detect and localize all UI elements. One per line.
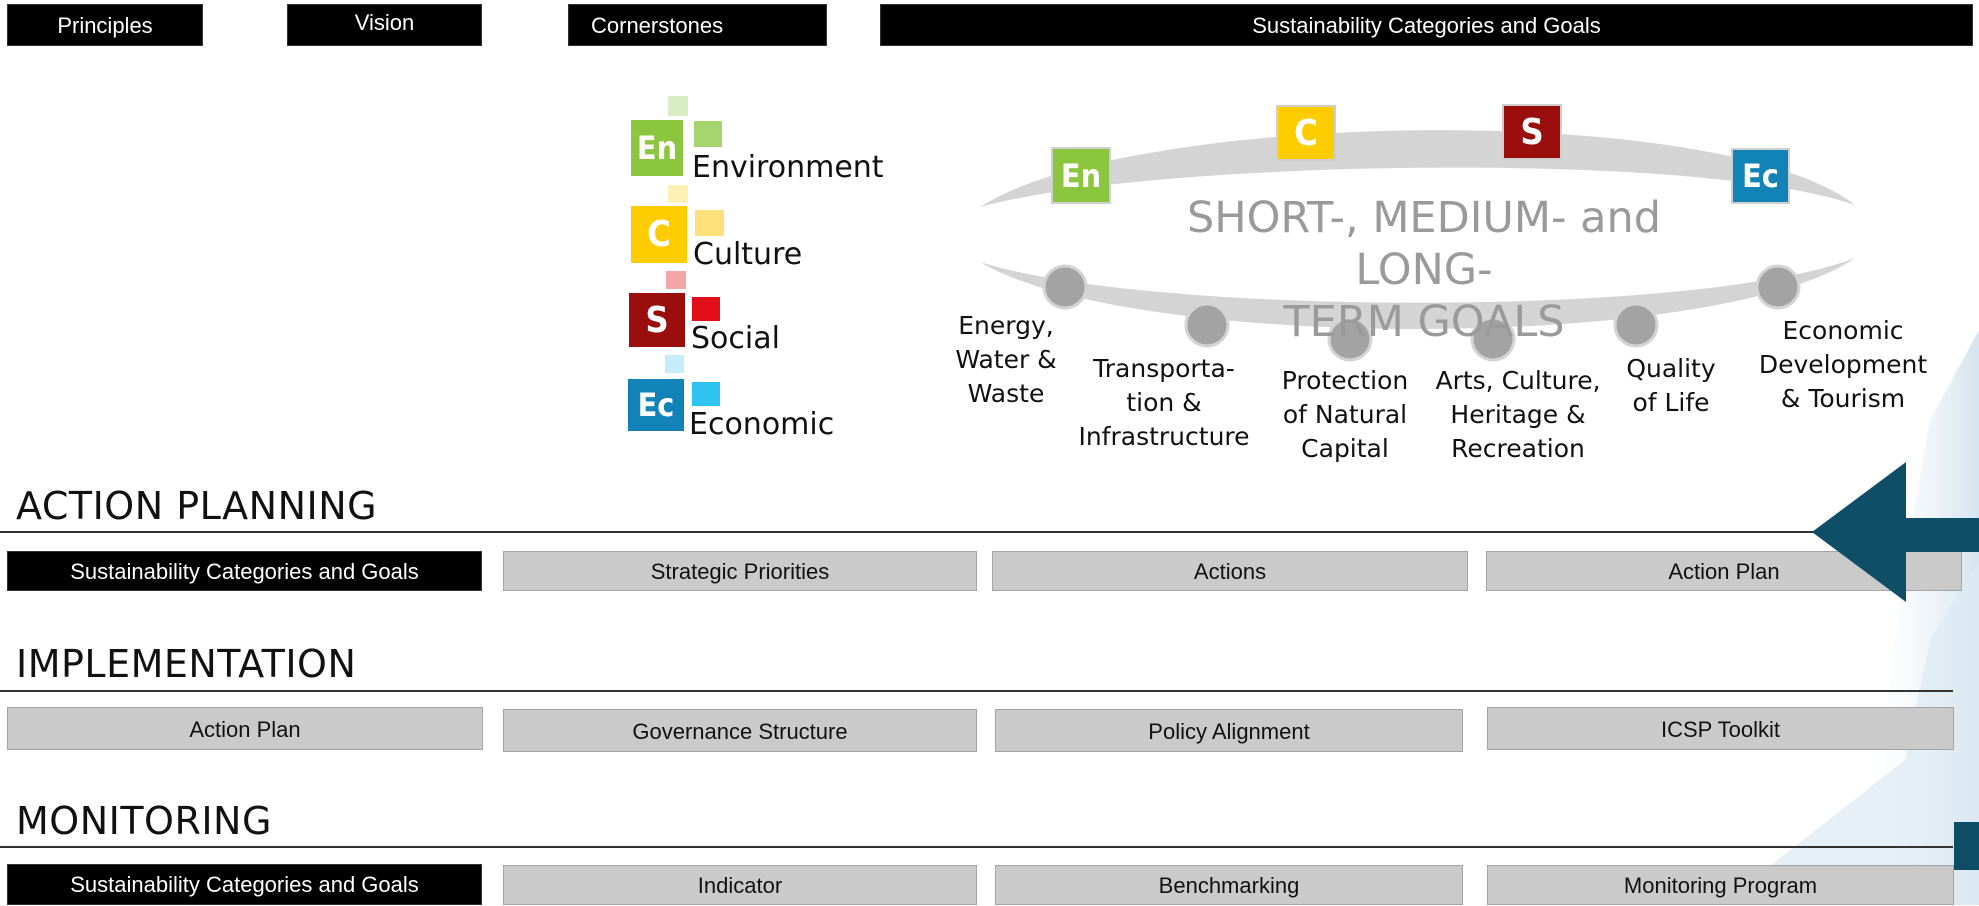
environment-icon: En bbox=[631, 120, 683, 176]
decor-square bbox=[695, 210, 724, 236]
goal-node bbox=[1327, 316, 1373, 362]
monitoring-step-categories[interactable]: Sustainability Categories and Goals bbox=[7, 864, 482, 905]
tab-principles[interactable]: Principles bbox=[7, 4, 203, 46]
goal-label-transportation: Transporta-tion &Infrastructure bbox=[1078, 354, 1250, 451]
goal-node bbox=[1755, 264, 1801, 310]
decor-square bbox=[666, 271, 686, 289]
goal-node bbox=[1042, 264, 1088, 310]
environment-badge-icon: En bbox=[1051, 147, 1111, 204]
goal-node bbox=[1184, 302, 1230, 348]
economic-badge-icon: Ec bbox=[1731, 148, 1790, 204]
tab-vision[interactable]: Vision bbox=[287, 4, 482, 46]
section-divider bbox=[0, 531, 1950, 533]
cornerstone-label-culture: Culture bbox=[693, 237, 803, 272]
goal-label-energy: Energy,Water &Waste bbox=[955, 311, 1057, 408]
implementation-step-policy-alignment[interactable]: Policy Alignment bbox=[995, 709, 1463, 752]
decor-square bbox=[665, 355, 684, 373]
cornerstone-label-environment: Environment bbox=[692, 150, 884, 185]
goals-title: SHORT-, MEDIUM- and LONG- TERM GOALS bbox=[1186, 193, 1662, 347]
monitoring-step-monitoring-program[interactable]: Monitoring Program bbox=[1487, 865, 1954, 905]
action-planning-step-actions[interactable]: Actions bbox=[992, 551, 1468, 591]
tab-cornerstones[interactable]: Cornerstones bbox=[568, 4, 827, 46]
upper-track bbox=[980, 130, 1855, 207]
culture-badge-icon: C bbox=[1276, 105, 1336, 161]
implementation-step-icsp-toolkit[interactable]: ICSP Toolkit bbox=[1487, 707, 1954, 750]
action-planning-step-action-plan[interactable]: Action Plan bbox=[1486, 551, 1962, 591]
implementation-step-governance[interactable]: Governance Structure bbox=[503, 709, 977, 752]
implementation-step-action-plan[interactable]: Action Plan bbox=[7, 707, 483, 750]
social-badge-icon: S bbox=[1502, 104, 1562, 160]
decor-square bbox=[692, 297, 720, 321]
goal-label-arts-culture: Arts, Culture,Heritage &Recreation bbox=[1435, 366, 1601, 463]
section-title-action-planning: ACTION PLANNING bbox=[16, 484, 378, 528]
cornerstone-label-economic: Economic bbox=[689, 407, 835, 442]
culture-icon: C bbox=[631, 206, 687, 263]
section-divider bbox=[0, 690, 1953, 692]
decor-square bbox=[694, 121, 722, 147]
action-planning-step-categories[interactable]: Sustainability Categories and Goals bbox=[7, 551, 482, 591]
goal-node bbox=[1613, 302, 1659, 348]
section-title-monitoring: MONITORING bbox=[16, 799, 272, 843]
social-icon: S bbox=[629, 293, 685, 347]
decor-square bbox=[668, 96, 688, 116]
economic-icon: Ec bbox=[628, 379, 684, 431]
monitoring-step-indicator[interactable]: Indicator bbox=[503, 865, 977, 905]
monitoring-step-benchmarking[interactable]: Benchmarking bbox=[995, 865, 1463, 905]
action-planning-step-strategic-priorities[interactable]: Strategic Priorities bbox=[503, 551, 977, 591]
goal-node bbox=[1470, 316, 1516, 362]
section-title-implementation: IMPLEMENTATION bbox=[16, 642, 357, 686]
cornerstone-label-social: Social bbox=[691, 321, 780, 356]
background-wedge-lower bbox=[1720, 560, 1979, 905]
decor-square bbox=[692, 382, 720, 406]
decor-square bbox=[668, 185, 688, 203]
section-divider bbox=[0, 846, 1953, 848]
tab-sustainability-categories[interactable]: Sustainability Categories and Goals bbox=[880, 4, 1973, 46]
corner-marker bbox=[1954, 822, 1979, 870]
